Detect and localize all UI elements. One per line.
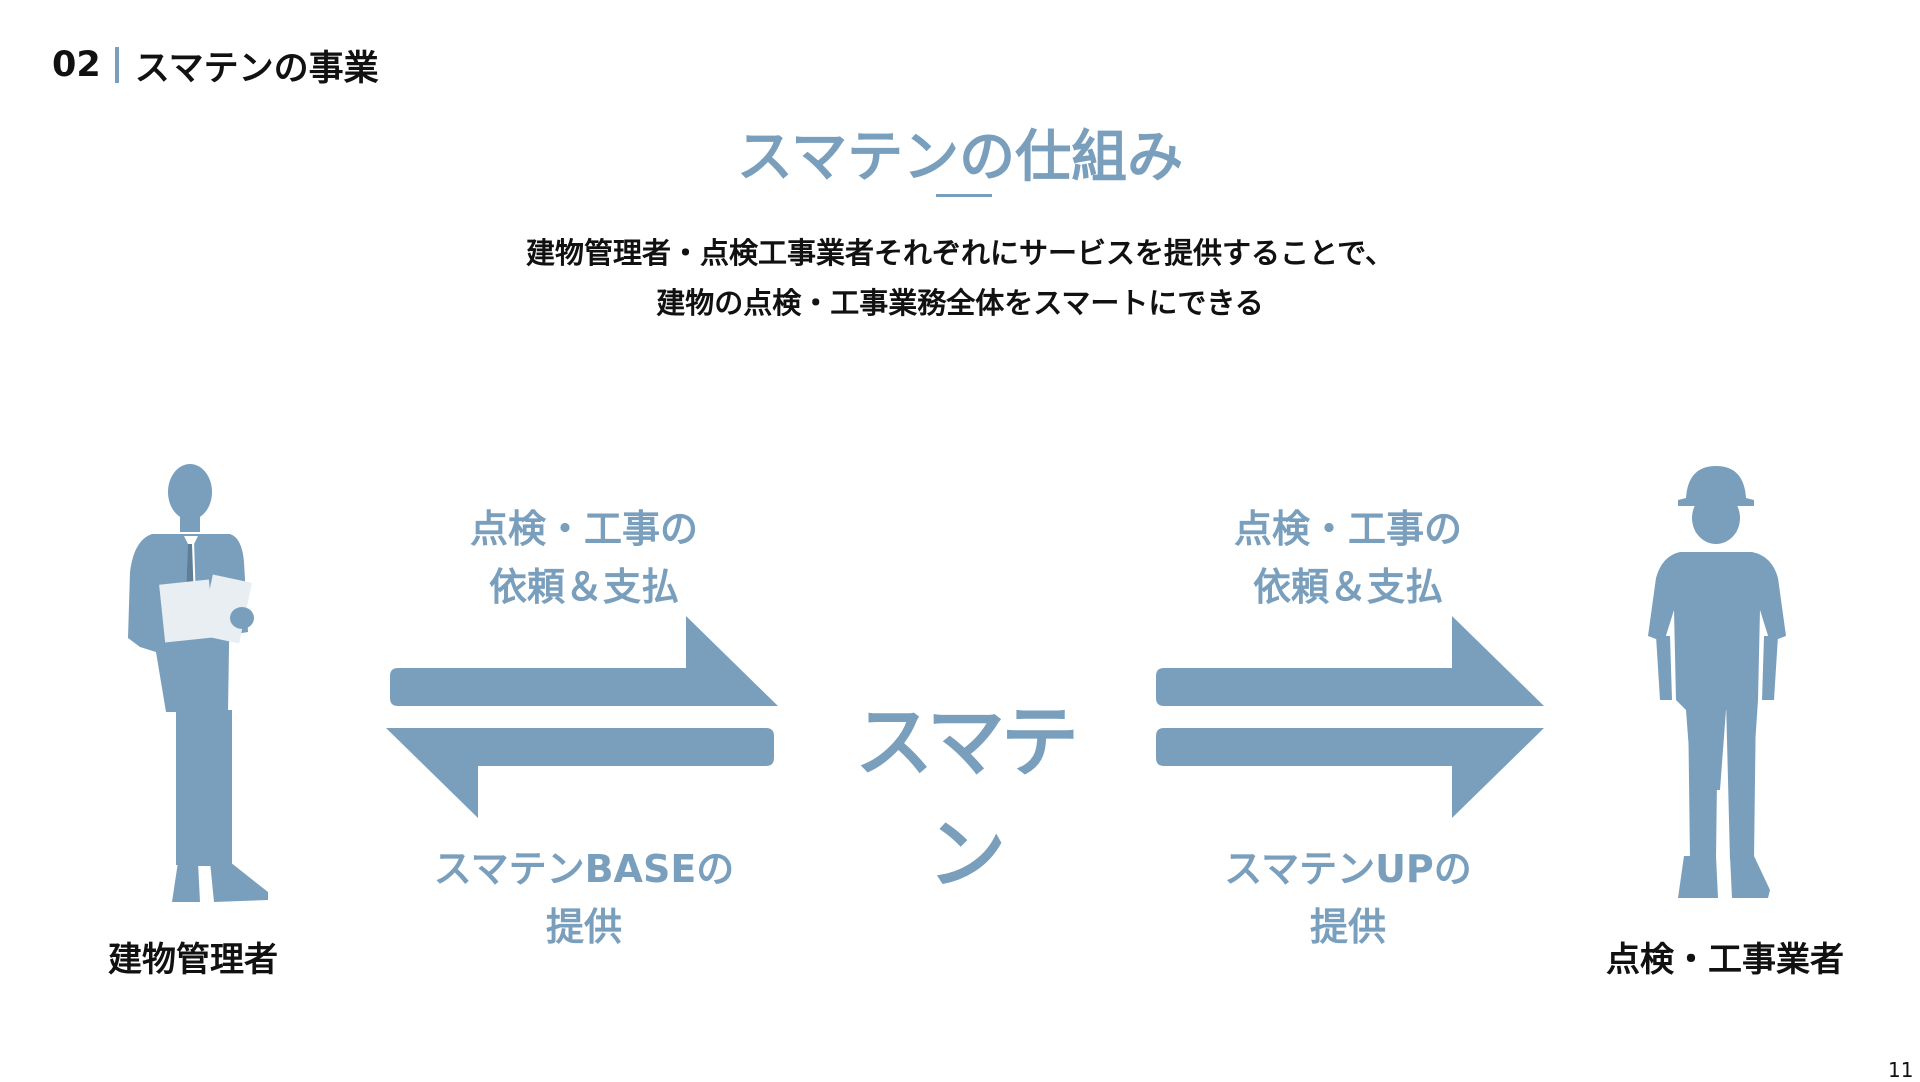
right-top-label-line-1: 点検・工事の [1233,507,1462,551]
contractor-label: 点検・工事業者 [1606,940,1844,980]
right-top-label-line-2: 依頼＆支払 [1252,565,1443,609]
arrow-right-left-pair [390,616,778,706]
page-number: 11 [1888,1058,1914,1082]
arrow-right-top [1156,616,1544,706]
section-divider [114,47,119,83]
right-forward-arrows [1156,616,1544,818]
right-top-label: 点検・工事の 依頼＆支払 [1118,500,1578,616]
right-bottom-label-line-1: スマテンUPの [1224,847,1472,891]
subtitle-line-2: 建物の点検・工事業務全体をスマートにできる [656,286,1264,320]
building-manager-label: 建物管理者 [108,940,278,980]
section-header: 02 スマテンの事業 [52,42,379,89]
section-title: スマテンの事業 [134,48,379,89]
construction-worker-silhouette-icon [1648,466,1786,898]
businessman-silhouette-icon [128,464,268,902]
left-bottom-label-line-2: 提供 [545,905,622,949]
arrow-left-left-pair [386,728,774,818]
slide-title: スマテンの仕組み [736,125,1184,190]
left-top-label-line-1: 点検・工事の [469,507,698,551]
title-underline [936,194,992,197]
left-bottom-label: スマテンBASEの 提供 [354,840,814,956]
smaten-logo: スマテン [855,698,1079,900]
right-bottom-label-line-2: 提供 [1309,905,1386,949]
left-top-label: 点検・工事の 依頼＆支払 [354,500,814,616]
arrow-right-bottom [1156,728,1544,818]
left-exchange-arrows [386,616,778,818]
left-top-label-line-2: 依頼＆支払 [488,565,679,609]
slide-subtitle: 建物管理者・点検工事業者それぞれにサービスを提供することで、 建物の点検・工事業… [0,228,1920,328]
right-bottom-label: スマテンUPの 提供 [1118,840,1578,956]
subtitle-line-1: 建物管理者・点検工事業者それぞれにサービスを提供することで、 [526,236,1394,270]
section-number: 02 [52,45,101,85]
left-bottom-label-line-1: スマテンBASEの [433,847,735,891]
